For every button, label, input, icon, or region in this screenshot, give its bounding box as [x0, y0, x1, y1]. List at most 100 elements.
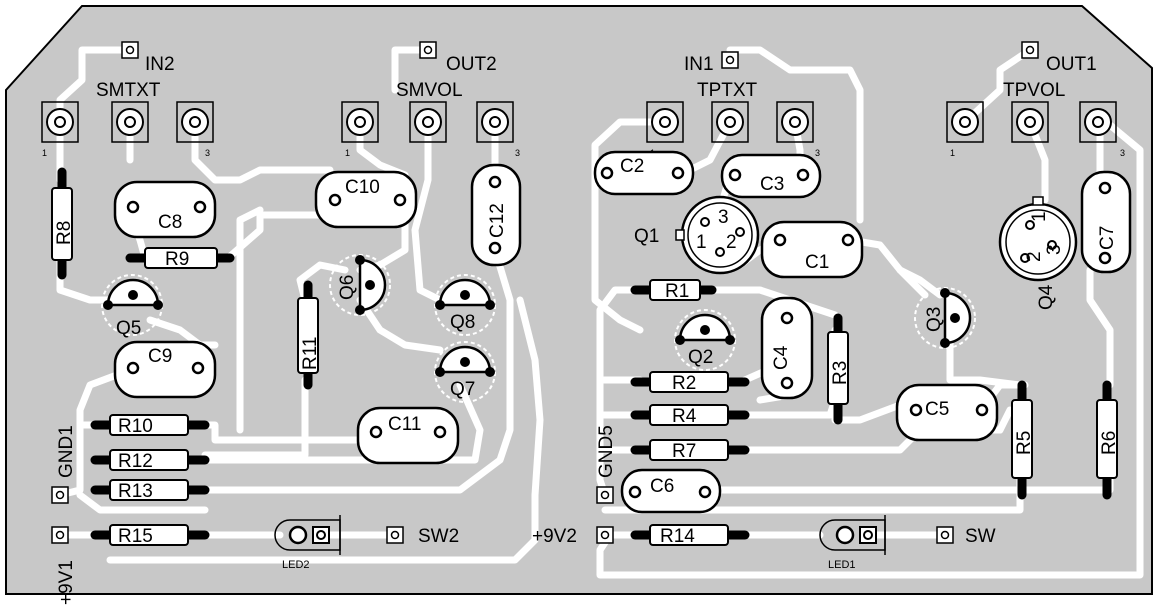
connector-9v2-label: +9V2 [532, 526, 577, 547]
pot-tpvol-label: TPVOL [1003, 80, 1065, 101]
capacitor-c3: C3 [720, 153, 822, 199]
capacitor-c4-label: C4 [771, 345, 792, 370]
pot-pin-3: 3 [515, 148, 520, 158]
connector-out1-label: OUT1 [1046, 54, 1097, 75]
transistor-q4-pin3: 3 [1044, 244, 1065, 255]
led-led1: LED1 [819, 515, 886, 571]
connector-gnd1: GND1 [51, 425, 77, 504]
led-led2-label: LED2 [282, 559, 310, 571]
connector-gnd5: GND5 [596, 425, 617, 504]
resistor-r2-label: R2 [672, 373, 696, 394]
resistor-r5-label: R5 [1014, 431, 1035, 455]
capacitor-c8: C8 [113, 180, 217, 239]
resistors: R9 R10 R12 R13 R15 R1 [51, 167, 1120, 547]
board-outline [5, 5, 1153, 595]
pot-smvol: SMVOL 1 3 [341, 80, 520, 158]
capacitor-c3-label: C3 [760, 174, 784, 195]
transistor-q2: Q2 [674, 309, 736, 371]
connector-sw2: SW2 [386, 526, 459, 547]
transistor-q4-pin2: 2 [1024, 251, 1045, 262]
resistor-r15-label: R15 [118, 526, 153, 547]
capacitor-c11: C11 [356, 406, 460, 465]
capacitor-c9: C9 [113, 340, 217, 399]
connector-sw-label: SW [965, 526, 996, 547]
pot-smtxt-label: SMTXT [96, 80, 161, 101]
transistor-q7: Q7 [434, 341, 496, 403]
connector-sw: SW [936, 526, 996, 547]
resistor-r6-label: R6 [1099, 431, 1120, 455]
resistor-r3: R3 [827, 313, 851, 425]
resistor-r9-label: R9 [165, 249, 189, 270]
resistor-r5: R5 [1011, 380, 1035, 500]
connector-in1: IN1 [684, 51, 739, 75]
capacitor-c1: C1 [760, 220, 864, 279]
transistor-q6-label: Q6 [337, 275, 358, 300]
resistor-r10: R10 [90, 414, 210, 437]
connector-in2-label: IN2 [145, 54, 175, 75]
resistor-r11-label: R11 [300, 337, 321, 370]
transistor-q3-label: Q3 [924, 307, 945, 332]
transistor-q1-pin2: 2 [726, 232, 737, 253]
connector-out2-label: OUT2 [446, 54, 497, 75]
capacitor-c10-label: C10 [345, 177, 380, 198]
transistor-q2-label: Q2 [688, 347, 713, 368]
transistor-q8: Q8 [434, 274, 496, 336]
capacitor-c9-label: C9 [148, 346, 172, 367]
capacitor-c7: C7 [1080, 170, 1132, 274]
connector-out2: OUT2 [419, 41, 497, 75]
pot-tpvol: TPVOL 1 3 [946, 80, 1125, 158]
capacitor-c4: C4 [760, 296, 814, 400]
resistor-r6: R6 [1096, 380, 1120, 500]
transistor-q8-label: Q8 [450, 312, 475, 333]
resistor-r9: R9 [125, 247, 235, 270]
capacitor-c8-label: C8 [158, 212, 182, 233]
capacitor-c12: C12 [470, 163, 522, 267]
capacitor-c10: C10 [314, 170, 418, 229]
capacitor-c5: C5 [895, 383, 999, 442]
transistor-q1: 3 1 2 Q1 [634, 195, 760, 275]
connector-pads: IN2 OUT2 IN1 OUT1 GND1 +9V1 GND5 +9V2 SW… [51, 41, 1097, 605]
leds: LED2 LED1 [274, 515, 886, 571]
pot-smvol-label: SMVOL [396, 80, 463, 101]
resistor-r14-label: R14 [660, 526, 695, 547]
capacitor-c12-label: C12 [487, 203, 508, 238]
transistor-q4-pin1: 1 [1029, 211, 1050, 222]
transistors: Q5 Q6 Q8 Q7 Q2 [101, 195, 1078, 403]
capacitors: C8 C9 C10 C11 C12 C2 [113, 150, 1132, 514]
transistor-q4: 1 2 3 Q4 [998, 196, 1078, 310]
resistor-r12-label: R12 [118, 451, 153, 472]
capacitor-c2-label: C2 [620, 156, 644, 177]
connector-9v1: +9V1 [51, 526, 77, 605]
capacitor-c11-label: C11 [388, 414, 421, 435]
connector-9v1-label: +9V1 [56, 560, 77, 605]
connector-in2: IN2 [121, 41, 175, 75]
transistor-q1-pin3: 3 [718, 207, 729, 228]
pot-pin-1: 1 [950, 148, 955, 158]
resistor-r14: R14 [630, 524, 750, 547]
resistor-r1: R1 [630, 279, 717, 302]
led-led1-label: LED1 [828, 559, 856, 571]
resistor-r7-label: R7 [672, 441, 696, 462]
resistor-r4-label: R4 [672, 406, 697, 427]
pot-pin-1: 1 [42, 148, 47, 158]
capacitor-c6: C6 [620, 468, 722, 514]
resistor-r3-label: R3 [830, 361, 851, 385]
capacitor-c2: C2 [593, 150, 695, 196]
resistor-r2: R2 [630, 371, 750, 394]
capacitor-c5-label: C5 [925, 399, 949, 420]
transistor-q1-pin1: 1 [696, 232, 707, 253]
connector-9v2: +9V2 [532, 526, 614, 547]
resistor-r4: R4 [630, 404, 750, 427]
transistor-q5-label: Q5 [116, 318, 141, 339]
capacitor-c7-label: C7 [1097, 226, 1118, 250]
resistor-r8-label: R8 [54, 221, 75, 245]
transistor-q6: Q6 [329, 254, 391, 316]
transistor-q4-label: Q4 [1036, 284, 1057, 310]
pot-pin-3: 3 [205, 148, 210, 158]
pot-tptxt-label: TPTXT [697, 80, 758, 101]
capacitor-c6-label: C6 [650, 476, 674, 497]
resistor-r15: R15 [90, 524, 210, 547]
connector-gnd1-label: GND1 [56, 425, 77, 478]
resistor-r12: R12 [90, 449, 210, 472]
